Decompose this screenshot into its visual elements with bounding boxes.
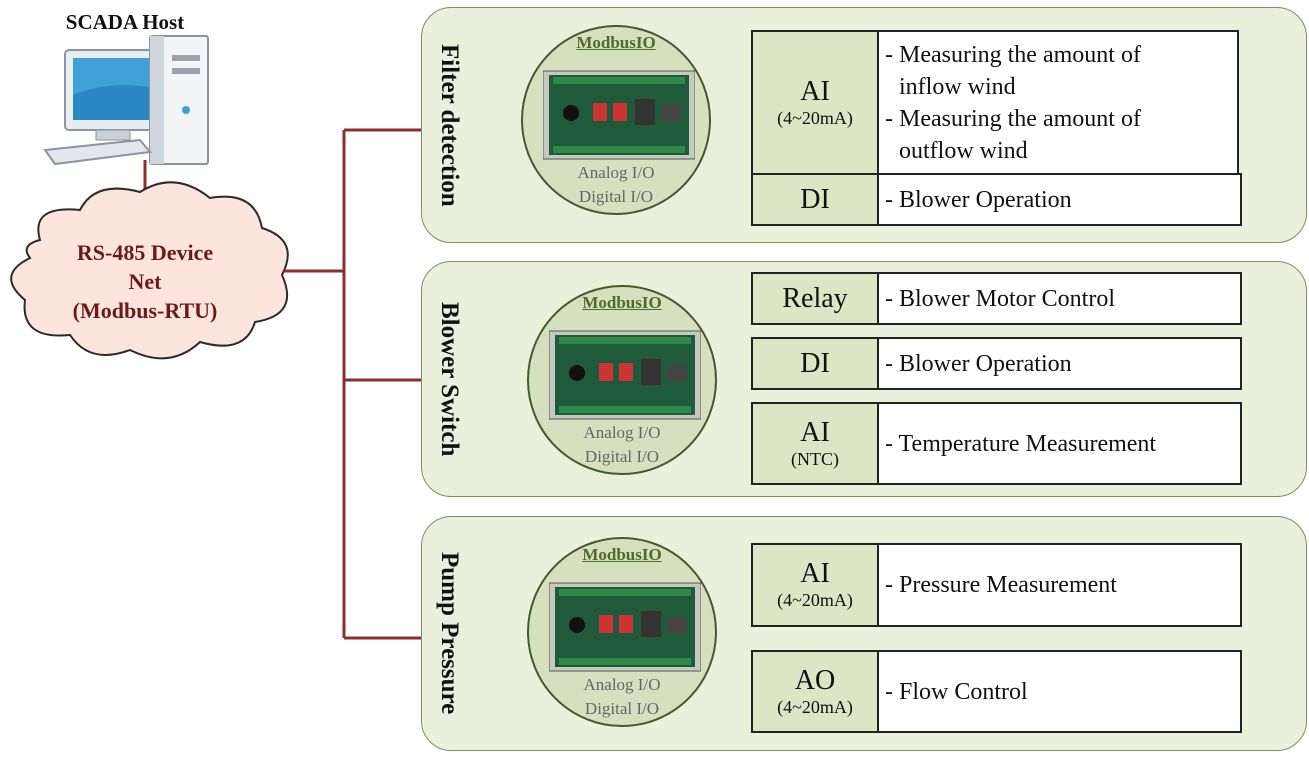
module-io-line: Digital I/O — [578, 187, 654, 206]
bus-lines — [284, 128, 421, 640]
panel-title: Pump Pressure — [436, 552, 463, 715]
io-description: - Measuring the amount of inflow wind - … — [885, 41, 1141, 164]
modbus-io-module: ModbusIO Analog I/O Digital I/O — [527, 285, 717, 475]
io-type: AI(NTC) — [753, 404, 879, 483]
module-io-labels: Analog I/O Digital I/O — [529, 673, 715, 721]
module-name: ModbusIO — [582, 293, 662, 312]
modbus-io-module: ModbusIO Analog I/O Digital I/O — [527, 537, 717, 727]
io-description: - Blower Operation — [885, 350, 1072, 377]
module-io-line: Analog I/O — [583, 675, 661, 694]
modbus-io-module: ModbusIO Analog I/O Digital I/O — [521, 25, 711, 215]
module-io-labels: Analog I/O Digital I/O — [523, 161, 709, 209]
io-type: DI — [753, 175, 879, 224]
io-type: Relay — [753, 274, 879, 323]
io-type: AI(4~20mA) — [753, 545, 879, 625]
panel-title: Blower Switch — [436, 301, 463, 457]
io-type: AI(4~20mA) — [753, 32, 879, 173]
io-row-ai: AI(4~20mA) - Pressure Measurement — [751, 543, 1242, 627]
io-description: - Flow Control — [885, 678, 1028, 705]
circuit-board-icon — [543, 70, 695, 160]
module-io-line: Digital I/O — [584, 447, 660, 466]
network-label-line: (Modbus-RTU) — [72, 298, 218, 323]
module-name: ModbusIO — [582, 545, 662, 564]
module-io-line: Analog I/O — [583, 423, 661, 442]
io-description: - Blower Operation — [885, 186, 1072, 213]
io-row-ao: AO(4~20mA) - Flow Control — [751, 650, 1242, 733]
io-row-di: DI - Blower Operation — [751, 337, 1242, 390]
io-description: - Temperature Measurement — [885, 430, 1157, 457]
io-type: DI — [753, 339, 879, 388]
module-io-line: Digital I/O — [584, 699, 660, 718]
io-description: - Blower Motor Control — [885, 285, 1115, 312]
module-io-labels: Analog I/O Digital I/O — [529, 421, 715, 469]
io-type: AO(4~20mA) — [753, 652, 879, 731]
circuit-board-icon — [549, 582, 701, 672]
circuit-board-icon — [549, 330, 701, 420]
scada-host-title: SCADA Host — [65, 10, 185, 34]
network-label-line: Net — [128, 269, 162, 294]
io-row-ai: AI(NTC) - Temperature Measurement — [751, 402, 1242, 485]
computer-icon — [43, 35, 209, 166]
io-row-relay: Relay - Blower Motor Control — [751, 272, 1242, 325]
module-io-line: Analog I/O — [577, 163, 655, 182]
network-cloud-icon — [10, 181, 289, 360]
network-label: RS-485 Device Net (Modbus-RTU) — [10, 238, 280, 325]
io-row-di: DI - Blower Operation — [751, 173, 1242, 226]
io-row-ai: AI(4~20mA) - Measuring the amount of inf… — [751, 30, 1239, 175]
network-label-line: RS-485 Device — [76, 240, 214, 265]
panel-title: Filter detection — [436, 43, 463, 207]
io-description: - Pressure Measurement — [885, 572, 1117, 598]
module-name: ModbusIO — [576, 33, 656, 52]
